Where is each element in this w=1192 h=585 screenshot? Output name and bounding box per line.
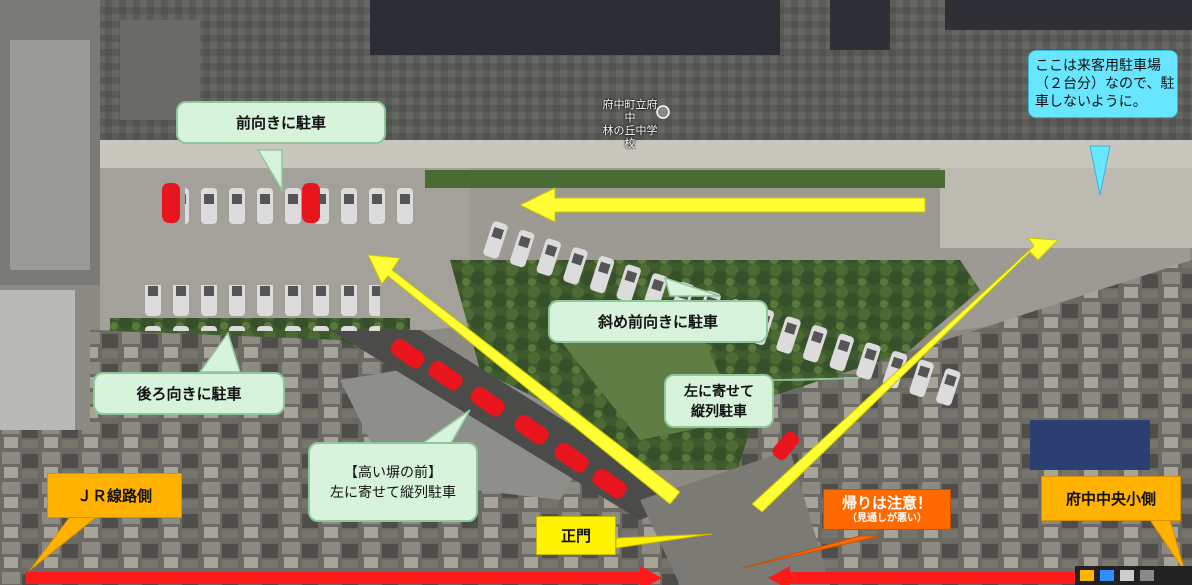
label-back-parking: 後ろ向きに駐車 <box>93 372 285 415</box>
label-jr-side: ＪＲ線路側 <box>47 473 182 518</box>
car-marker-icon <box>162 183 800 499</box>
label-wall-parallel-parking: 【高い塀の前】 左に寄せて縦列駐車 <box>308 442 478 522</box>
label-caution: 帰りは注意！ （見通しが悪い） <box>823 489 951 530</box>
label-main-gate: 正門 <box>536 516 616 555</box>
label-visitor-parking: ここは来客用駐車場 （２台分）なので、駐 車しないように。 <box>1028 50 1178 118</box>
school-place-label: 府中町立府中 林の丘中学校 <box>602 98 658 150</box>
label-fuchu-side: 府中中央小側 <box>1041 476 1181 521</box>
map-data-icon <box>1075 566 1192 585</box>
place-pin-icon <box>656 105 670 119</box>
label-diagonal-parking: 斜め前向きに駐車 <box>548 300 768 343</box>
label-front-parking: 前向きに駐車 <box>176 101 386 144</box>
label-left-parallel-parking: 左に寄せて 縦列駐車 <box>664 374 774 428</box>
